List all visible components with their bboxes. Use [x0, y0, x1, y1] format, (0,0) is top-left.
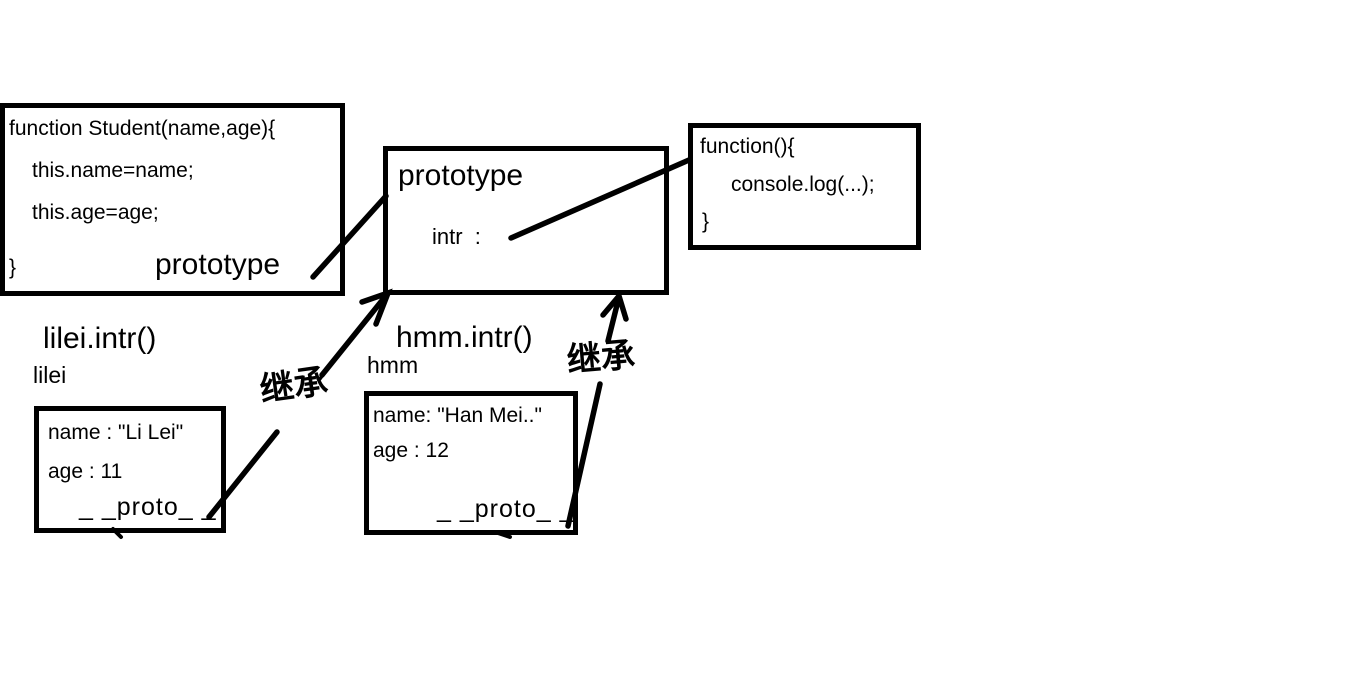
code-line: this.age=age; — [32, 201, 159, 224]
code-line: function Student(name,age){ — [9, 117, 276, 140]
lilei-call-label: lilei.intr() — [43, 322, 157, 355]
inherit-label-right: 继承 — [565, 336, 637, 380]
code-line: } — [9, 256, 17, 279]
object-property: age : 11 — [48, 460, 123, 483]
inherit-lilei-arrowhead — [359, 288, 393, 327]
intr-property-label: intr : — [432, 224, 481, 249]
object-property: age : 12 — [373, 439, 449, 462]
code-line: console.log(...); — [731, 173, 875, 196]
prototype-object-box: prototype intr : — [383, 146, 669, 295]
hmm-var-label: hmm — [367, 352, 419, 378]
proto-link-label: _ _proto_ _ — [79, 493, 217, 521]
code-line: this.name=name; — [32, 159, 194, 182]
inherit-hmm-arrowhead — [600, 290, 629, 322]
code-line: } — [702, 210, 710, 233]
object-property: name : "Li Lei" — [48, 421, 184, 444]
hmm-object-box: name: "Han Mei.." age : 12 _ _proto_ _ — [364, 391, 578, 535]
proto-link-label: _ _proto_ _ — [437, 495, 575, 523]
lilei-object-box: name : "Li Lei" age : 11 _ _proto_ _ — [34, 406, 226, 533]
intr-function-box: function(){ console.log(...); } — [688, 123, 921, 250]
object-property: name: "Han Mei.." — [373, 404, 542, 427]
hmm-call-label: hmm.intr() — [396, 321, 533, 354]
prototype-object-title: prototype — [398, 159, 524, 192]
inherit-hmm-line — [605, 294, 622, 344]
lilei-var-label: lilei — [33, 362, 67, 388]
code-line: function(){ — [700, 135, 795, 158]
prototype-property-label: prototype — [155, 248, 281, 281]
constructor-function-box: function Student(name,age){ this.name=na… — [0, 103, 345, 296]
inherit-label-left: 继承 — [257, 362, 331, 410]
